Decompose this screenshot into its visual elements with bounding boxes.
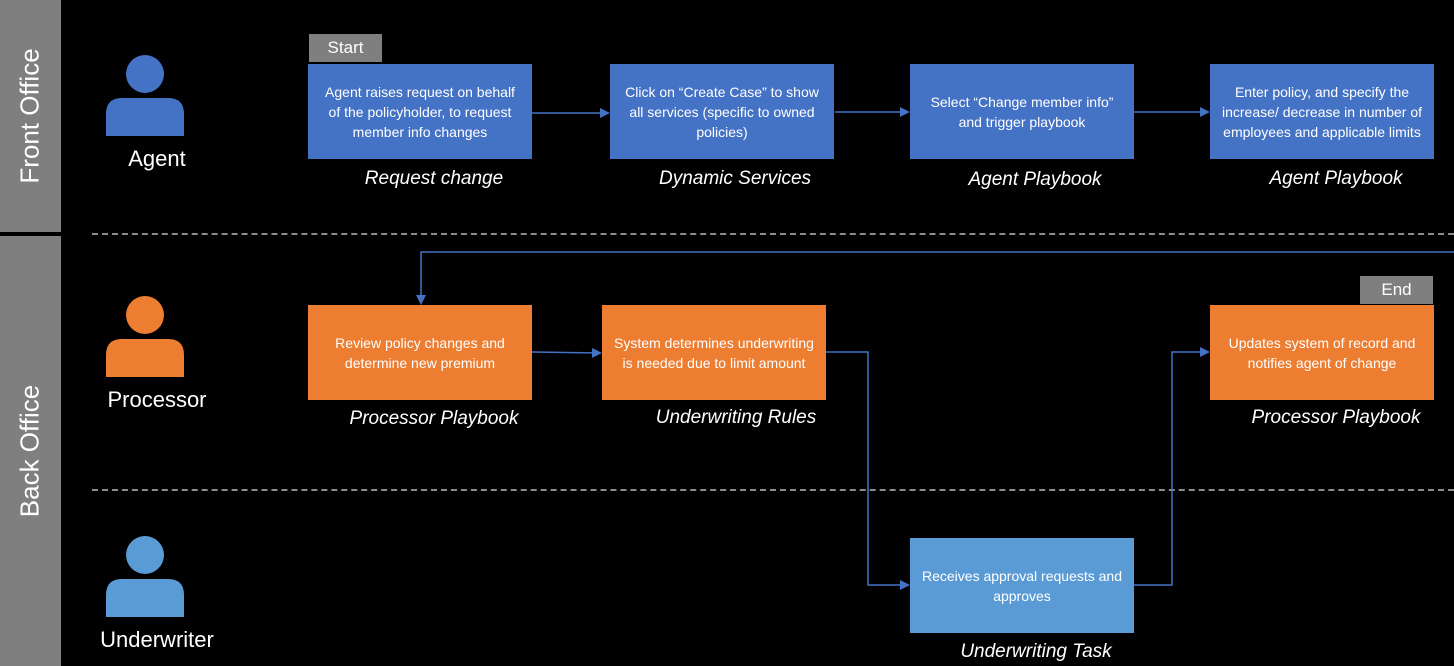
end-tag: End <box>1360 276 1433 304</box>
step-system-determines-box: System determines underwriting is needed… <box>602 305 826 400</box>
step-enter-policy-box: Enter policy, and specify the increase/ … <box>1210 64 1434 159</box>
lane-front-office: Front Office <box>0 0 61 232</box>
step-review-policy-box: Review policy changes and determine new … <box>308 305 532 400</box>
processor-person-icon <box>106 296 184 377</box>
caption-dynamic-services: Dynamic Services <box>658 168 812 189</box>
step-select-change-box: Select “Change member info” and trigger … <box>910 64 1134 159</box>
step-receives-approval-box: Receives approval requests and approves <box>910 538 1134 633</box>
caption-agent-playbook-2: Agent Playbook <box>1269 168 1403 189</box>
step-create-case-box: Click on “Create Case” to show all servi… <box>610 64 834 159</box>
step-updates-system-box: Updates system of record and notifies ag… <box>1210 305 1434 400</box>
lane-back-office: Back Office <box>0 236 61 666</box>
role-processor: Processor <box>107 387 207 412</box>
agent-person-icon <box>106 55 184 136</box>
caption-underwriting-rules: Underwriting Rules <box>655 407 817 428</box>
caption-underwriting-task: Underwriting Task <box>960 641 1112 662</box>
connector-system-to-receives <box>826 351 910 590</box>
caption-processor-playbook-2: Processor Playbook <box>1251 407 1421 428</box>
lane-divider-front-back <box>92 233 1454 235</box>
role-underwriter: Underwriter <box>100 627 214 652</box>
connector-receives-to-updates <box>1134 347 1210 586</box>
start-tag: Start <box>309 34 382 62</box>
caption-request-change: Request change <box>364 168 504 189</box>
connector-enter-to-review <box>416 251 1454 305</box>
step-request-change-box: Agent raises request on behalf of the po… <box>308 64 532 159</box>
connector-review-to-system <box>531 347 602 358</box>
underwriter-person-icon <box>106 536 184 617</box>
caption-processor-playbook-1: Processor Playbook <box>349 408 519 429</box>
lane-divider-processor-underwriter <box>92 489 1454 491</box>
role-agent: Agent <box>128 146 186 171</box>
caption-agent-playbook-1: Agent Playbook <box>968 169 1102 190</box>
